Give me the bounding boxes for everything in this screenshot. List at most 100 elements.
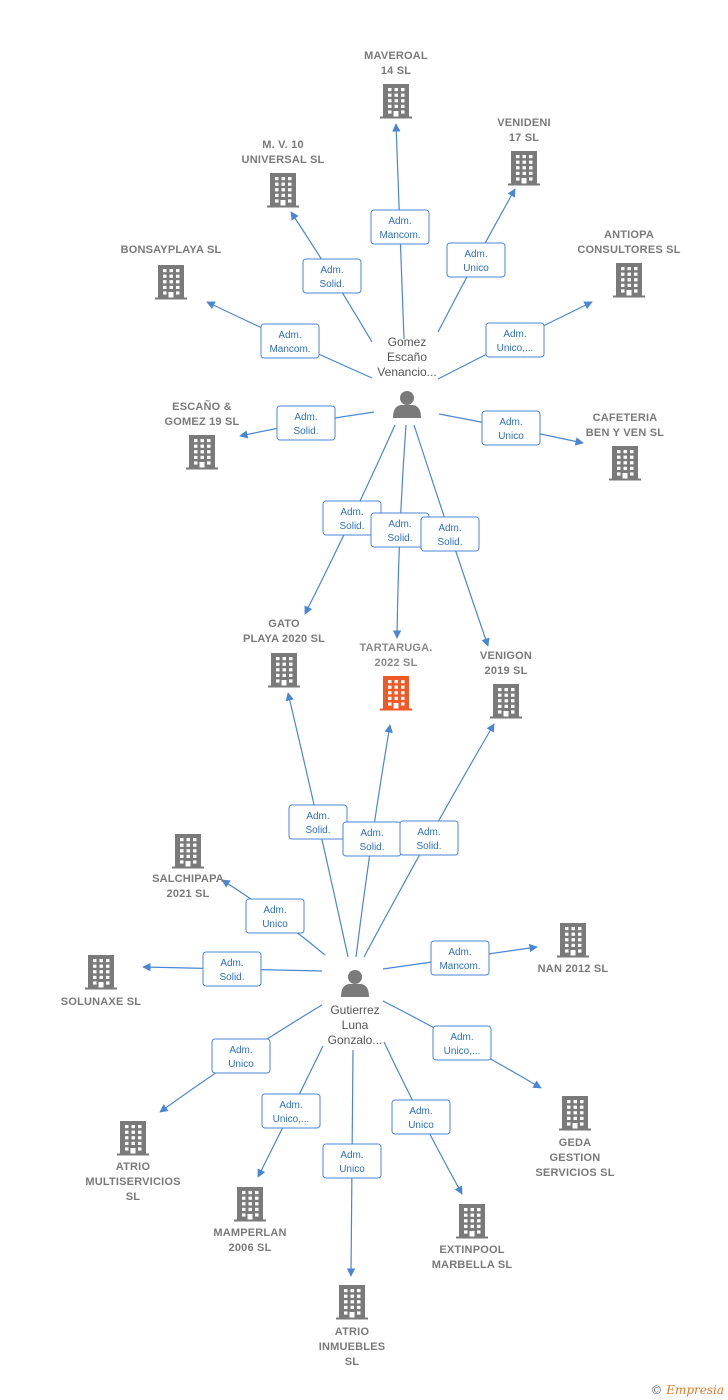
company-node-cafeteria[interactable]: CAFETERIA BEN Y VEN SL — [586, 412, 664, 481]
building-icon — [456, 1204, 488, 1239]
building-icon — [268, 653, 300, 688]
building-icon — [508, 151, 540, 186]
edge-label-text: Adm. — [340, 1150, 363, 1161]
company-node-solunaxe[interactable]: SOLUNAXE SL — [61, 955, 142, 1008]
company-label: BEN Y VEN SL — [586, 427, 664, 439]
edge-label-text: Adm. — [229, 1045, 252, 1056]
building-icon — [380, 676, 412, 711]
company-label: ANTIOPA — [604, 229, 654, 241]
company-label: M. V. 10 — [262, 139, 304, 151]
edge-label-box — [276, 405, 336, 441]
company-label: SALCHIPAPA — [152, 873, 224, 885]
edge-label-p1-maveroal[interactable]: Adm. Mancom. — [370, 209, 430, 245]
edge-label-text: Mancom. — [269, 344, 310, 355]
edge-label-p1-antiopa[interactable]: Adm.Unico,... — [485, 322, 545, 358]
company-label: ESCAÑO & — [172, 400, 232, 413]
edge-label-p2-venigon[interactable]: Adm.Solid. — [399, 820, 459, 856]
person-label: Luna — [342, 1018, 369, 1032]
building-icon — [557, 923, 589, 958]
company-node-bonsay[interactable]: BONSAYPLAYA SL — [121, 244, 222, 300]
company-label: 2022 SL — [375, 657, 418, 669]
company-label: SERVICIOS SL — [535, 1167, 614, 1179]
person-node-p1[interactable]: GomezEscañoVenancio... — [377, 335, 437, 418]
company-label: 2006 SL — [229, 1242, 272, 1254]
edge-label-box — [211, 1038, 271, 1074]
building-icon — [234, 1187, 266, 1222]
edge-label-p1-bonsay[interactable]: Adm.Mancom. — [260, 323, 320, 359]
edge-label-text: Unico — [339, 1164, 365, 1175]
edge-label-box — [432, 1025, 492, 1061]
edge-label-text: Adm. — [388, 216, 411, 227]
company-node-escano[interactable]: ESCAÑO &GOMEZ 19 SL — [165, 400, 240, 470]
edge-label-p1-mv10[interactable]: Adm.Solid. — [302, 258, 362, 294]
edge-label-p2-geda[interactable]: Adm. Unico,... — [432, 1025, 492, 1061]
company-label: SL — [126, 1191, 141, 1203]
edge-label-text: Adm. — [450, 1032, 473, 1043]
edge-label-text: Adm. — [464, 249, 487, 260]
company-node-mamperlan[interactable]: MAMPERLAN 2006 SL — [213, 1187, 286, 1254]
edge-label-p2-atrioi[interactable]: Adm. Unico — [322, 1143, 382, 1179]
edge-label-box — [370, 209, 430, 245]
company-label: CAFETERIA — [593, 412, 658, 424]
edge-label-text: Adm. — [294, 412, 317, 423]
edge-label-text: Adm. — [279, 1100, 302, 1111]
edge-label-text: Adm. — [340, 507, 363, 518]
company-label: VENIGON — [480, 650, 532, 662]
edge-label-text: Solid. — [319, 279, 344, 290]
edge-label-box — [391, 1099, 451, 1135]
edge-label-p1-cafeteria[interactable]: Adm.Unico — [481, 410, 541, 446]
edge-label-p2-mamperlan[interactable]: Adm.Unico,... — [261, 1093, 321, 1129]
edge-label-text: Solid. — [339, 521, 364, 532]
person-node-p2[interactable]: GutierrezLunaGonzalo... — [328, 970, 383, 1047]
person-icon — [393, 391, 421, 418]
company-label: ATRIO — [335, 1326, 370, 1338]
edge-label-p2-tartaruga[interactable]: Adm.Solid. — [342, 821, 402, 857]
edge-label-p2-solunaxe[interactable]: Adm.Solid. — [202, 951, 262, 987]
edge-label-p2-extinpool[interactable]: Adm.Unico — [391, 1099, 451, 1135]
edge-label-box — [261, 1093, 321, 1129]
edge-label-p1-escano[interactable]: Adm. Solid. — [276, 405, 336, 441]
edge-label-p2-atriom[interactable]: Adm. Unico — [211, 1038, 271, 1074]
building-icon — [155, 265, 187, 300]
edge-label-text: Unico — [498, 431, 524, 442]
company-node-tartaruga[interactable]: TARTARUGA.2022 SL — [359, 642, 432, 711]
edge-label-text: Mancom. — [379, 230, 420, 241]
company-node-nan[interactable]: NAN 2012 SL — [538, 923, 609, 975]
edge-label-text: Unico,... — [444, 1046, 481, 1057]
edge-label-p1-venigon[interactable]: Adm.Solid. — [420, 516, 480, 552]
edge-label-text: Solid. — [293, 426, 318, 437]
edge-label-box — [245, 898, 305, 934]
edge-label-text: Unico — [463, 263, 489, 274]
edge-label-p2-salchipapa[interactable]: Adm.Unico — [245, 898, 305, 934]
edge-label-box — [481, 410, 541, 446]
company-label: CONSULTORES SL — [577, 244, 680, 256]
copyright-symbol: © — [650, 1383, 663, 1397]
edge-label-p2-gato[interactable]: Adm.Solid. — [288, 804, 348, 840]
building-icon — [609, 446, 641, 481]
person-icon — [341, 970, 369, 997]
edge-label-p2-nan[interactable]: Adm.Mancom. — [430, 940, 490, 976]
edge-label-text: Solid. — [219, 972, 244, 983]
footer-brand: © Empresia — [650, 1383, 724, 1397]
edge-label-text: Adm. — [263, 905, 286, 916]
company-label: MAMPERLAN — [213, 1227, 286, 1239]
edge-label-p1-venideni[interactable]: Adm. Unico — [446, 242, 506, 278]
company-label: PLAYA 2020 SL — [243, 633, 325, 645]
edge-label-box — [322, 1143, 382, 1179]
person-label: Gomez — [388, 335, 427, 349]
company-node-antiopa[interactable]: ANTIOPA CONSULTORES SL — [577, 229, 680, 298]
edge-label-p1-gato[interactable]: Adm. Solid. — [322, 500, 382, 536]
edge-label-text: Unico — [228, 1059, 254, 1070]
company-label: MULTISERVICIOS — [85, 1176, 180, 1188]
edge-label-p1-tartaruga[interactable]: Adm.Solid. — [370, 512, 430, 548]
